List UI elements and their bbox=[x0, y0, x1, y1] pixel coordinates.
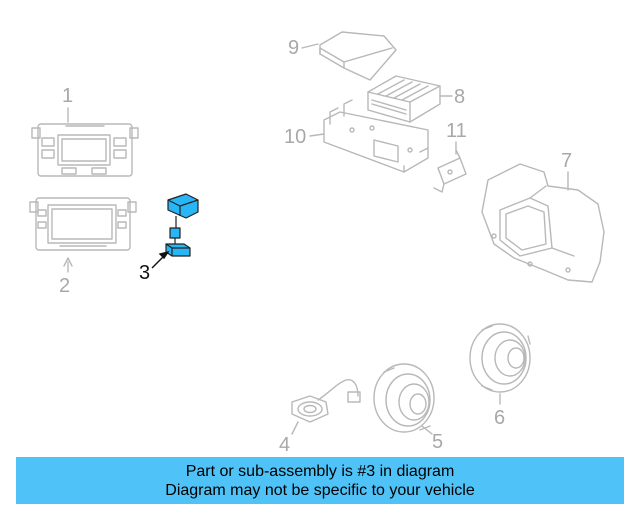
part-11-small-bracket[interactable] bbox=[433, 149, 467, 193]
part-3-antenna-adapter-highlighted[interactable] bbox=[165, 193, 199, 257]
callout-2[interactable]: 2 bbox=[59, 275, 71, 297]
part-4-tweeter[interactable] bbox=[291, 379, 361, 423]
part-2-navigation-unit[interactable] bbox=[29, 197, 137, 251]
part-6-speaker[interactable] bbox=[469, 323, 531, 393]
part-10-mounting-bracket[interactable] bbox=[323, 99, 429, 173]
part-7-speaker-enclosure[interactable] bbox=[481, 163, 605, 283]
callout-4[interactable]: 4 bbox=[279, 434, 291, 456]
callout-8[interactable]: 8 bbox=[454, 86, 466, 108]
callout-7[interactable]: 7 bbox=[561, 150, 573, 172]
part-9-module-cover[interactable] bbox=[319, 31, 397, 81]
callout-9[interactable]: 9 bbox=[288, 37, 300, 59]
banner-line-part-number: Part or sub-assembly is #3 in diagram bbox=[185, 462, 455, 480]
part-1-radio-unit[interactable] bbox=[31, 123, 139, 177]
callout-3[interactable]: 3 bbox=[139, 262, 151, 284]
callout-1[interactable]: 1 bbox=[62, 85, 74, 107]
callout-6[interactable]: 6 bbox=[494, 407, 506, 429]
parts-diagram bbox=[29, 31, 605, 435]
banner-line-disclaimer: Diagram may not be specific to your vehi… bbox=[165, 481, 475, 499]
info-banner: Part or sub-assembly is #3 in diagram Di… bbox=[16, 457, 624, 504]
part-5-speaker[interactable] bbox=[373, 363, 435, 433]
callout-10[interactable]: 10 bbox=[284, 126, 307, 148]
part-8-amplifier[interactable] bbox=[367, 75, 441, 123]
callout-5[interactable]: 5 bbox=[432, 431, 444, 453]
callout-11[interactable]: 11 bbox=[446, 120, 467, 142]
